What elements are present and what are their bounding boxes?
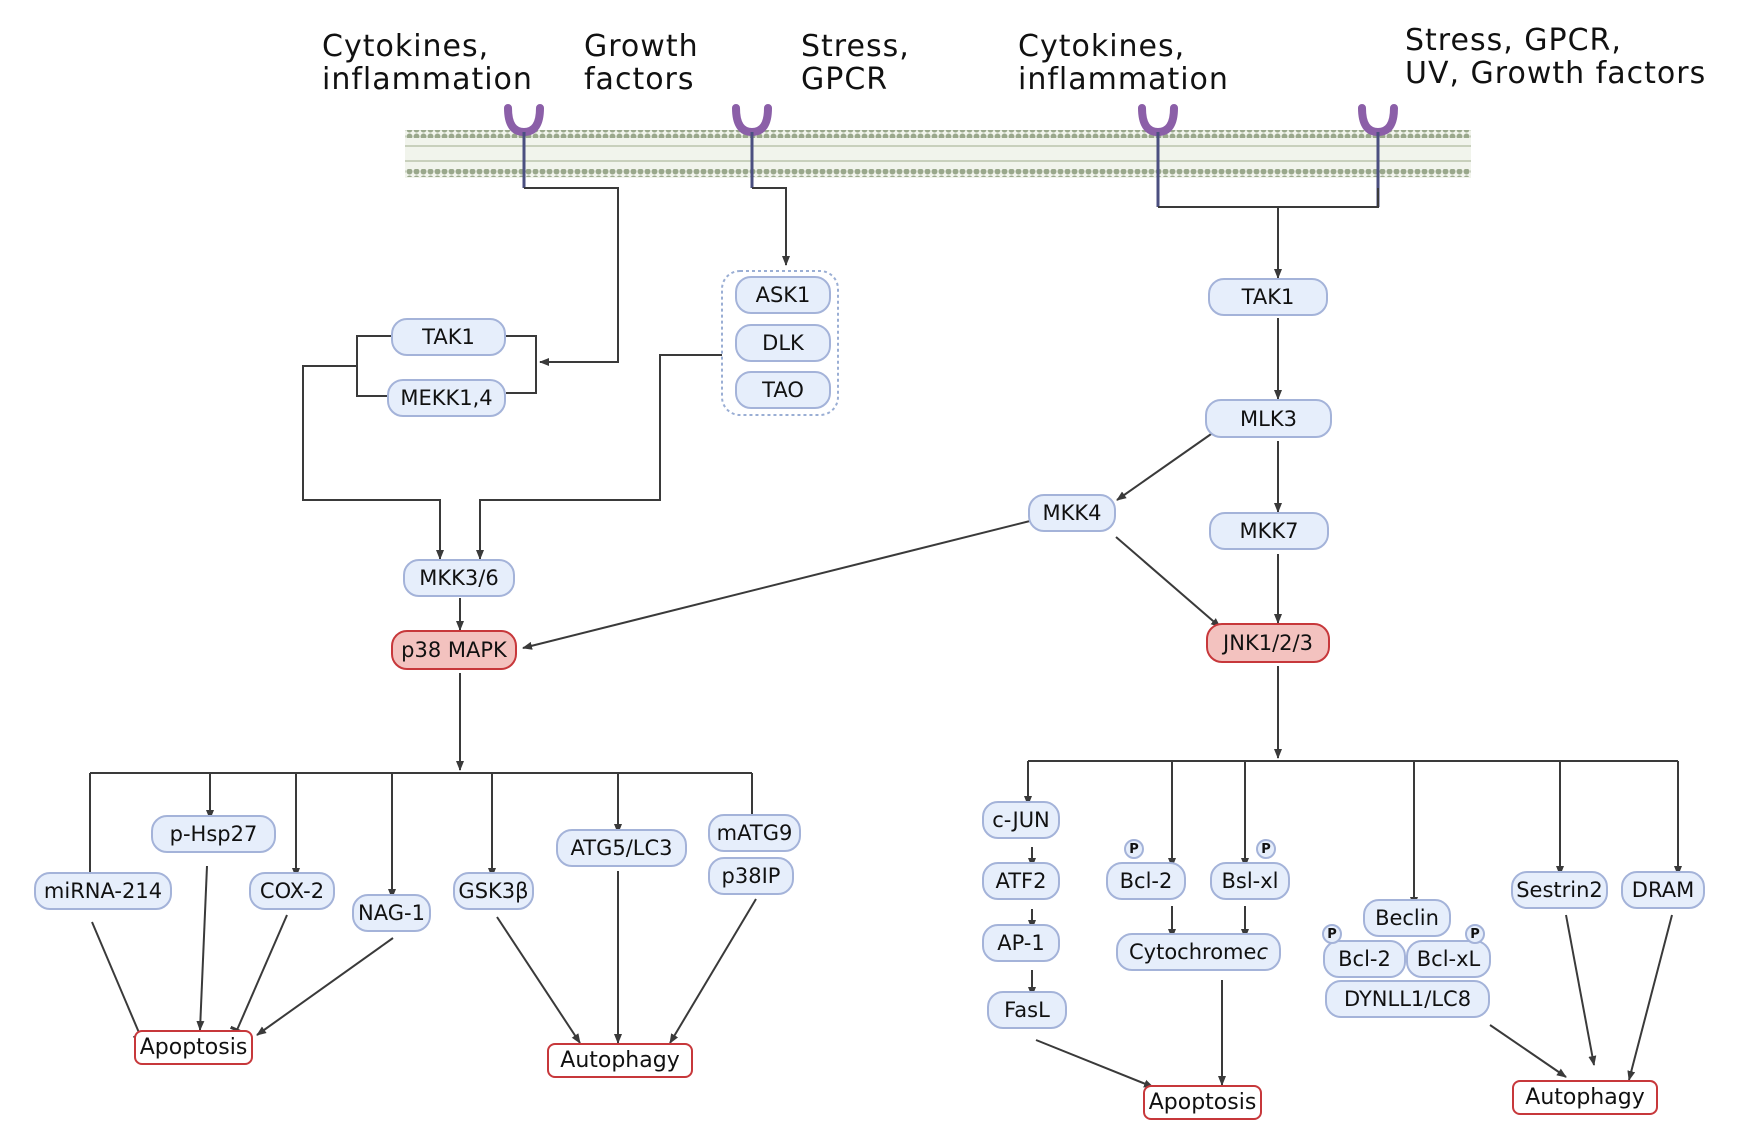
phospho-marker-bslxl: P — [1256, 839, 1276, 859]
outcome-apoptosis-right: Apoptosis — [1143, 1085, 1262, 1120]
node-tak1-left: TAK1 — [391, 318, 506, 356]
edge-receptors-bracket — [1158, 188, 1379, 208]
node-jnk123: JNK1/2/3 — [1206, 623, 1330, 663]
stimulus-stress-gpcr-uv: Stress, GPCR, UV, Growth factors — [1405, 23, 1707, 91]
node-ask1: ASK1 — [735, 276, 831, 314]
node-dynll1-lc8: DYNLL1/LC8 — [1325, 980, 1490, 1018]
outcome-autophagy-right: Autophagy — [1512, 1080, 1658, 1115]
node-p38-mapk: p38 MAPK — [391, 630, 517, 670]
phospho-marker-bclxl: P — [1465, 924, 1485, 944]
cytochrome-c-italic: c — [1256, 940, 1268, 964]
edge-sestrin2-autophagy — [1565, 914, 1597, 1066]
node-mkk7: MKK7 — [1209, 512, 1329, 550]
bracket-left — [356, 335, 393, 397]
node-bcl2-a: Bcl-2 — [1106, 862, 1186, 900]
node-bclxl: Bcl-xL — [1406, 940, 1491, 978]
node-mlk3: MLK3 — [1205, 399, 1332, 438]
bracket-right — [506, 335, 537, 394]
node-nag1: NAG-1 — [352, 894, 431, 932]
edge-mkk4-jnk — [1115, 536, 1221, 628]
outcome-apoptosis-left: Apoptosis — [134, 1030, 253, 1065]
node-sestrin2: Sestrin2 — [1511, 871, 1608, 909]
stimulus-stress-gpcr: Stress, GPCR — [801, 29, 910, 97]
node-atf2: ATF2 — [982, 862, 1060, 900]
edge-phsp27-apoptosis — [196, 865, 208, 1031]
node-dlk: DLK — [735, 324, 831, 362]
stimulus-cytokines-left: Cytokines, inflammation — [322, 29, 533, 97]
edge-nag1-apoptosis — [256, 937, 394, 1036]
phospho-marker-bcl2-b: P — [1322, 924, 1342, 944]
edge-dynll1-autophagy — [1489, 1024, 1567, 1078]
node-phsp27: p-Hsp27 — [151, 815, 276, 853]
node-cox2: COX-2 — [249, 872, 335, 910]
cell-membrane — [405, 130, 1471, 178]
edge-tak1-mkk36 — [302, 365, 444, 560]
edge-receptor1-tak1 — [524, 187, 619, 366]
edge-mkk4-p38 — [522, 518, 1039, 650]
edge-gsk3b-autophagy — [496, 916, 581, 1044]
node-fasl: FasL — [987, 991, 1067, 1029]
edge-mirna-apoptosis — [91, 921, 148, 1040]
node-atg5-lc3: ATG5/LC3 — [556, 829, 687, 867]
node-cytochrome-c: Cytochrome c — [1116, 933, 1281, 971]
node-mkk4: MKK4 — [1028, 494, 1116, 532]
receptor-2 — [732, 104, 772, 188]
edge-cox2-apoptosis — [229, 914, 288, 1035]
node-bcl2-b: Bcl-2 — [1323, 940, 1406, 978]
edge-mlk3-mkk4 — [1116, 431, 1215, 501]
phospho-marker-bcl2-a: P — [1124, 839, 1144, 859]
node-p38ip: p38IP — [708, 857, 794, 895]
node-cjun: c-JUN — [982, 801, 1060, 839]
node-ap1: AP-1 — [982, 924, 1060, 962]
node-tak1-right: TAK1 — [1208, 278, 1328, 316]
receptor-1 — [504, 104, 544, 188]
ask1-dlk-tao-group — [721, 270, 839, 416]
edge-dram-autophagy — [1627, 914, 1673, 1081]
node-matg9: mATG9 — [708, 814, 801, 852]
node-gsk3b: GSK3β — [453, 872, 534, 910]
edge-receptor2-ask1 — [752, 187, 790, 266]
node-beclin: Beclin — [1363, 899, 1451, 937]
node-mirna214: miRNA-214 — [34, 872, 172, 910]
stimulus-growth-factors: Growth factors — [584, 29, 699, 97]
stimulus-cytokines-right: Cytokines, inflammation — [1018, 29, 1229, 97]
node-dram: DRAM — [1621, 871, 1705, 909]
node-bslxl: Bsl-xl — [1210, 862, 1290, 900]
node-mkk36: MKK3/6 — [403, 559, 515, 597]
outcome-autophagy-left: Autophagy — [547, 1043, 693, 1078]
edge-fasl-apoptosis — [1035, 1039, 1154, 1088]
node-tao: TAO — [735, 371, 831, 409]
edge-p38ip-autophagy — [669, 898, 757, 1044]
cytochrome-c-label: Cytochrome — [1129, 940, 1257, 964]
node-mekk14: MEKK1,4 — [387, 379, 506, 417]
receptor-3 — [1138, 104, 1178, 207]
edge-ask1-mkk36 — [476, 354, 722, 560]
